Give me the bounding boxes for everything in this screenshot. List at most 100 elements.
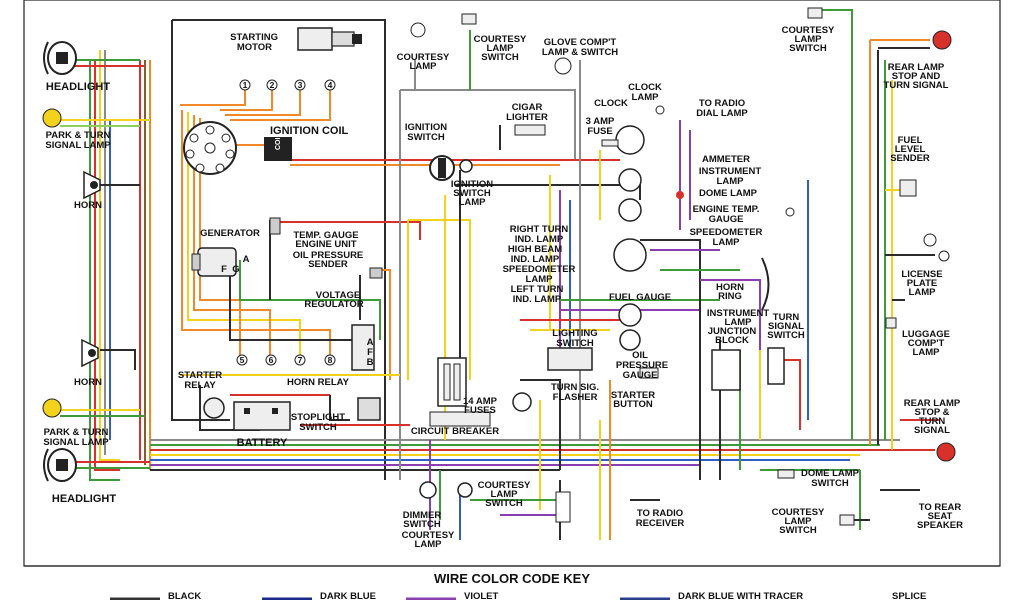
oil-pressure-sender-icon: [369, 267, 383, 279]
park-turn-lamp-top-icon: [42, 108, 62, 128]
key-title: WIRE COLOR CODE KEY: [434, 571, 590, 586]
temp-gauge-unit-icon: [269, 217, 281, 235]
label-dome-sw-2: SWITCH: [811, 478, 849, 489]
label-horn-relay: HORN RELAY: [287, 377, 350, 388]
label-park-turn-top-1: PARK & TURN: [46, 130, 111, 141]
label-speedo-lamp-2: LAMP: [713, 237, 741, 248]
label-oil-press-1: OIL PRESSURE: [293, 250, 364, 261]
oil-pressure-gauge-icon: [619, 329, 641, 351]
label-courtesy-sw-top-2: LAMP: [487, 43, 515, 54]
fuse-block-icon: [437, 357, 467, 407]
key-label-2: VIOLET: [464, 591, 499, 600]
label-fuel-sender-2: LEVEL: [895, 144, 926, 155]
dome-lamp-icon: [785, 207, 795, 217]
terminal-bottom-8: 8: [328, 355, 333, 365]
label-voltage-2: REGULATOR: [304, 299, 363, 310]
label-fuse-1: 3 AMP: [586, 116, 615, 127]
label-license-1: LICENSE: [901, 269, 942, 280]
label-speedo-left-2: LAMP: [526, 274, 554, 285]
label-rear-lamp-top-1: REAR LAMP: [888, 62, 945, 73]
label-speaker-2: SEAT: [928, 511, 953, 522]
label-generator: GENERATOR: [200, 228, 260, 239]
horn-bottom-icon: [81, 338, 99, 368]
label-dimmer-2: SWITCH: [403, 519, 441, 530]
courtesy-lamp-bottom-icon: [457, 482, 473, 498]
label-fuses-2: FUSES: [464, 405, 496, 416]
label-glove-1: GLOVE COMP'T: [544, 37, 617, 48]
label-ign-sw-lamp-3: LAMP: [459, 197, 487, 208]
terminal-bottom-6: 6: [269, 355, 274, 365]
clock-icon: [615, 125, 645, 155]
label-park-turn-bot-2: SIGNAL LAMP: [43, 437, 109, 448]
label-clock: CLOCK: [594, 98, 628, 109]
label-starter-btn-1: STARTER: [611, 390, 655, 401]
luggage-lamp-icon: [885, 317, 897, 329]
label-stoplight-2: SWITCH: [299, 422, 337, 433]
speedometer-icon: [613, 238, 647, 272]
label-oil-gauge-3: GAUGE: [623, 370, 658, 381]
key-label-4: SPLICE: [892, 591, 926, 600]
label-headlight-l-bot: HEADLIGHT: [52, 493, 116, 505]
label-left-turn-1: LEFT TURN: [511, 284, 564, 295]
label-radio-recv-2: RECEIVER: [636, 518, 685, 529]
label-turn-flasher-2: FLASHER: [553, 392, 598, 403]
label-instr-junc-4: BLOCK: [715, 335, 749, 346]
clock-lamp-icon: [655, 105, 665, 115]
label-courtesy-sw-br-3: SWITCH: [779, 525, 817, 536]
starter-relay-icon: [203, 397, 225, 419]
label-starter-relay-1: STARTER: [178, 370, 222, 381]
courtesy-lamp-top-icon: [410, 22, 426, 38]
label-radio-dial-2: DIAL LAMP: [696, 108, 748, 119]
label-instr-lamp-1: INSTRUMENT: [699, 166, 761, 177]
terminal-top-4: 4: [328, 80, 333, 90]
instrument-junction-block-icon: [711, 349, 741, 391]
label-instr-junc-1: INSTRUMENT: [707, 308, 769, 319]
wire-harness: [60, 9, 940, 540]
label-fuse-2: FUSE: [587, 126, 612, 137]
rear-lamp-bottom-icon: [936, 442, 956, 462]
terminal-bottom-7: 7: [298, 355, 303, 365]
label-temp-gauge-1: TEMP. GAUGE: [293, 230, 358, 241]
label-horn-ring-1: HORN: [716, 282, 744, 293]
label-turn-flasher-1: TURN SIG.: [551, 382, 599, 393]
label-courtesy-sw-tr-3: SWITCH: [789, 43, 827, 54]
fuel-gauge-icon: [618, 303, 642, 327]
label-courtesy-lamp-b-1: COURTESY: [402, 530, 455, 541]
label-horn-ring-2: RING: [718, 291, 742, 302]
label-luggage-2: COMP'T: [908, 338, 945, 349]
label-dome-lamp: DOME LAMP: [699, 188, 758, 199]
ignition-switch-lamp-icon: [459, 159, 473, 173]
label-rear-lamp-top-2: STOP AND: [892, 71, 941, 82]
label-ignition-sw-2: SWITCH: [407, 132, 445, 143]
label-courtesy-lamp-top2: LAMP: [410, 61, 438, 72]
label-gen-a: A: [243, 254, 250, 265]
label-courtesy-sw-tr-2: LAMP: [795, 34, 823, 45]
turn-signal-switch-icon: [767, 347, 785, 385]
label-fuses-1: 14 AMP: [463, 396, 498, 407]
label-cigar-2: LIGHTER: [506, 112, 548, 123]
label-courtesy-sw-br-2: LAMP: [785, 516, 813, 527]
label-rear-lamp-bot-2: STOP &: [914, 407, 949, 418]
terminal-block-bottom: [236, 354, 336, 366]
label-ignition-sw-1: IGNITION: [405, 122, 447, 133]
starter-button-icon: [639, 367, 659, 379]
label-ign-sw-lamp-1: IGNITION: [451, 179, 493, 190]
rear-lamp-top-icon: [932, 30, 952, 50]
label-turn-sw-3: SWITCH: [767, 330, 805, 341]
components: [42, 7, 956, 526]
label-license-2: PLATE: [907, 278, 937, 289]
label-instr-lamp-2: LAMP: [717, 176, 745, 187]
courtesy-switch-br-icon: [839, 514, 855, 526]
label-lighting-sw-1: LIGHTING: [552, 328, 597, 339]
label-speedo-lamp-1: SPEEDOMETER: [690, 227, 763, 238]
label-starting-motor-1: STARTING: [230, 32, 278, 43]
courtesy-switch-top-icon: [461, 13, 477, 25]
label-ignition-coil: IGNITION COIL: [270, 125, 349, 137]
voltage-regulator-icon: [351, 324, 375, 371]
label-luggage-3: LAMP: [913, 347, 941, 358]
engine-temp-gauge-icon: [618, 198, 642, 222]
label-temp-gauge-2: ENGINE UNIT: [295, 239, 356, 250]
label-ammeter: AMMETER: [702, 154, 750, 165]
label-courtesy-sw-top-1: COURTESY: [474, 34, 527, 45]
label-coil-text: COIL: [275, 133, 282, 150]
